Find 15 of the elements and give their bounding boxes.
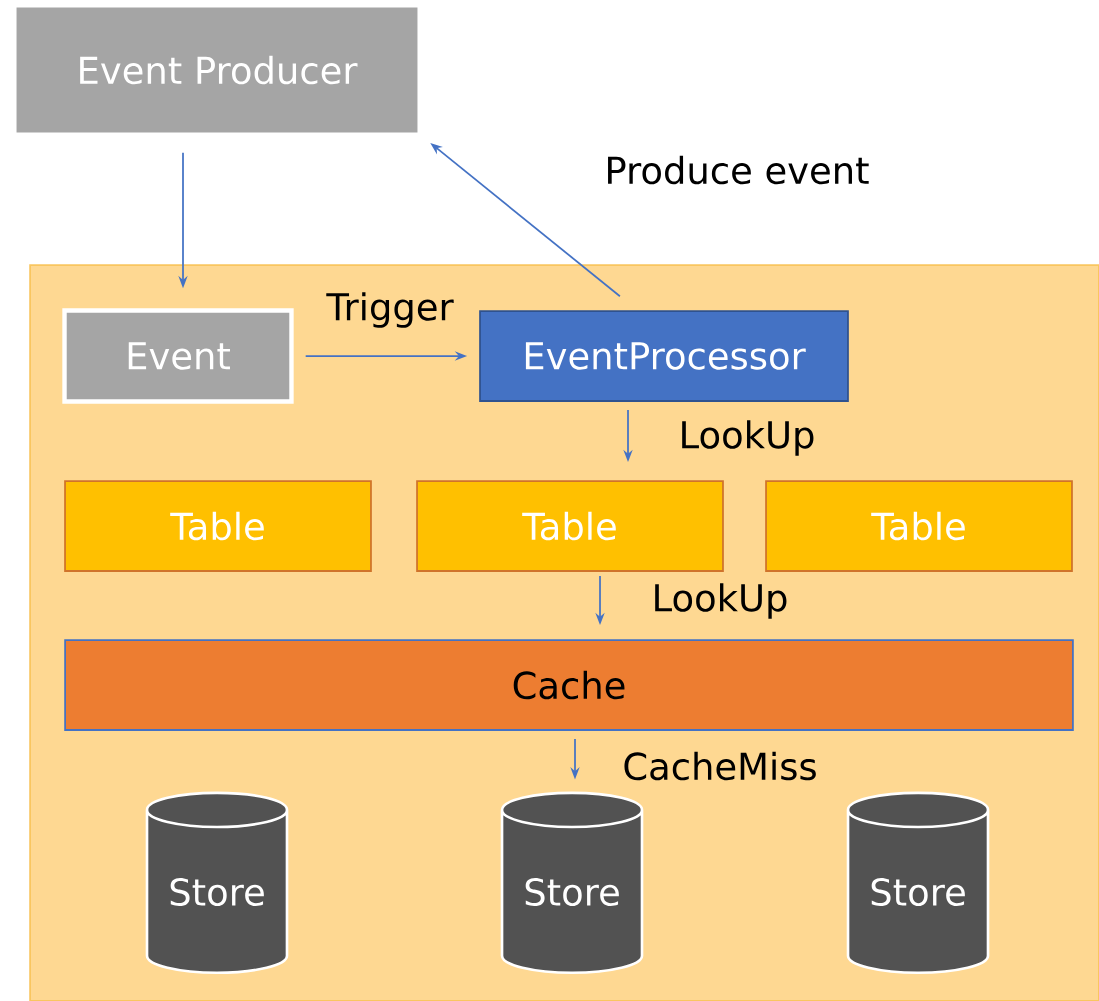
edge-label: Produce event bbox=[608, 155, 869, 185]
table-box: Table bbox=[64, 480, 372, 572]
producer-box: Event Producer bbox=[16, 7, 418, 133]
database-cylinder: Store bbox=[846, 791, 990, 975]
edge-label: CacheMiss bbox=[624, 751, 816, 781]
edge-label: Trigger bbox=[326, 292, 454, 328]
edge-label: LookUp bbox=[655, 583, 787, 619]
edge-label: LookUp bbox=[682, 420, 814, 456]
processor-box: EventProcessor bbox=[479, 310, 849, 402]
database-cylinder: Store bbox=[500, 791, 644, 975]
event-box: Event bbox=[62, 308, 294, 404]
cache-bar: Cache bbox=[64, 639, 1074, 731]
database-cylinder: Store bbox=[145, 791, 289, 975]
table-box: Table bbox=[416, 480, 724, 572]
table-box: Table bbox=[765, 480, 1073, 572]
